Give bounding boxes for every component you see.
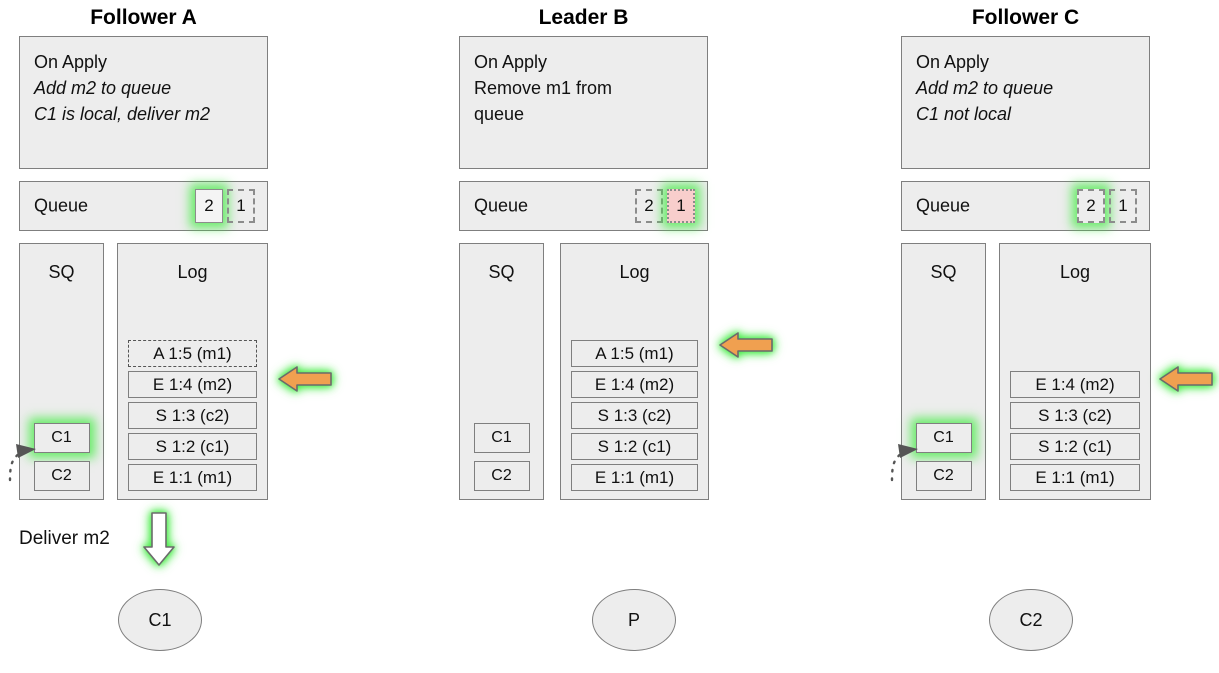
log-title: Log <box>1059 262 1091 282</box>
log-entry[interactable]: S 1:3 (c2) <box>571 402 698 429</box>
queue-panel-follower-a: Queue 2 1 <box>19 181 268 231</box>
queue-item-1[interactable]: 1 <box>227 189 255 223</box>
on-apply-line: Add m2 to queue <box>34 78 172 98</box>
arrow-left-icon <box>278 366 332 392</box>
log-entry[interactable]: A 1:5 (m1) <box>571 340 698 367</box>
arrow-left-icon <box>719 332 773 358</box>
log-entry[interactable]: E 1:4 (m2) <box>571 371 698 398</box>
log-entries: E 1:1 (m1) S 1:2 (c1) S 1:3 (c2) E 1:4 (… <box>1010 371 1140 491</box>
log-title: Log <box>619 262 650 282</box>
sq-items: C1 C2 <box>20 423 103 491</box>
client-node-p[interactable]: P <box>592 589 676 651</box>
client-node-c1[interactable]: C1 <box>118 589 202 651</box>
queue-item-2[interactable]: 2 <box>635 189 663 223</box>
sq-item-c2[interactable]: C2 <box>473 461 530 491</box>
sq-item-c2[interactable]: C2 <box>33 461 90 491</box>
log-entry[interactable]: S 1:3 (c2) <box>1010 402 1140 429</box>
on-apply-panel-leader-b: On Apply Remove m1 from queue <box>459 36 708 169</box>
log-entry[interactable]: E 1:1 (m1) <box>1010 464 1140 491</box>
log-entries: E 1:1 (m1) S 1:2 (c1) S 1:3 (c2) E 1:4 (… <box>128 340 257 491</box>
queue-item-1[interactable]: 1 <box>1109 189 1137 223</box>
sq-panel-follower-a: SQ C1 C2 <box>19 243 104 500</box>
log-entry[interactable]: S 1:2 (c1) <box>128 433 257 460</box>
sq-item-c1[interactable]: C1 <box>33 423 90 453</box>
log-panel-follower-c: Log E 1:1 (m1) S 1:2 (c1) S 1:3 (c2) E 1… <box>999 243 1151 500</box>
sq-panel-leader-b: SQ C1 C2 <box>459 243 544 500</box>
log-entry[interactable]: A 1:5 (m1) <box>128 340 257 367</box>
on-apply-line: C1 is local, deliver m2 <box>34 104 211 124</box>
queue-label: Queue <box>474 195 529 216</box>
log-panel-follower-a: Log E 1:1 (m1) S 1:2 (c1) S 1:3 (c2) E 1… <box>117 243 268 500</box>
log-entry[interactable]: S 1:2 (c1) <box>1010 433 1140 460</box>
queue-items: 2 1 <box>195 189 255 223</box>
log-entry[interactable]: S 1:3 (c2) <box>128 402 257 429</box>
log-title: Log <box>177 262 208 282</box>
sq-items: C1 C2 <box>902 423 985 491</box>
on-apply-header: On Apply <box>916 52 990 72</box>
deliver-label-follower-a: Deliver m2 <box>19 528 110 549</box>
log-entry[interactable]: S 1:2 (c1) <box>571 433 698 460</box>
sq-title: SQ <box>48 262 75 282</box>
on-apply-line: C1 not local <box>916 104 1012 124</box>
sq-items: C1 C2 <box>460 423 543 491</box>
log-panel-leader-b: Log E 1:1 (m1) S 1:2 (c1) S 1:3 (c2) E 1… <box>560 243 709 500</box>
on-apply-line: Remove m1 from <box>474 78 613 98</box>
log-entries: E 1:1 (m1) S 1:2 (c1) S 1:3 (c2) E 1:4 (… <box>571 340 698 491</box>
sq-title: SQ <box>488 262 515 282</box>
on-apply-line: Add m2 to queue <box>916 78 1054 98</box>
on-apply-header: On Apply <box>34 52 108 72</box>
sq-item-c1[interactable]: C1 <box>473 423 530 453</box>
session-pointer-follower-c <box>890 444 918 482</box>
queue-panel-leader-b: Queue 2 1 <box>459 181 708 231</box>
session-pointer-follower-a <box>8 444 36 482</box>
log-entry[interactable]: E 1:1 (m1) <box>571 464 698 491</box>
on-apply-panel-follower-a: On Apply Add m2 to queue C1 is local, de… <box>19 36 268 169</box>
column-title-leader-b: Leader B <box>538 6 629 29</box>
queue-item-2[interactable]: 2 <box>195 189 223 223</box>
arrow-left-icon <box>1159 366 1213 392</box>
on-apply-panel-follower-c: On Apply Add m2 to queue C1 not local <box>901 36 1150 169</box>
sq-item-c2[interactable]: C2 <box>915 461 972 491</box>
log-entry[interactable]: E 1:4 (m2) <box>1010 371 1140 398</box>
queue-item-1[interactable]: 1 <box>667 189 695 223</box>
log-entry[interactable]: E 1:4 (m2) <box>128 371 257 398</box>
queue-items: 2 1 <box>635 189 695 223</box>
column-title-follower-a: Follower A <box>90 6 197 29</box>
arrow-down-icon <box>143 512 175 566</box>
client-node-c2[interactable]: C2 <box>989 589 1073 651</box>
on-apply-line: queue <box>474 104 525 124</box>
queue-label: Queue <box>916 195 971 216</box>
queue-label: Queue <box>34 195 89 216</box>
queue-item-2[interactable]: 2 <box>1077 189 1105 223</box>
sq-panel-follower-c: SQ C1 C2 <box>901 243 986 500</box>
on-apply-header: On Apply <box>474 52 548 72</box>
log-entry[interactable]: E 1:1 (m1) <box>128 464 257 491</box>
sq-title: SQ <box>930 262 957 282</box>
queue-items: 2 1 <box>1077 189 1137 223</box>
column-title-follower-c: Follower C <box>971 6 1080 29</box>
sq-item-c1[interactable]: C1 <box>915 423 972 453</box>
queue-panel-follower-c: Queue 2 1 <box>901 181 1150 231</box>
